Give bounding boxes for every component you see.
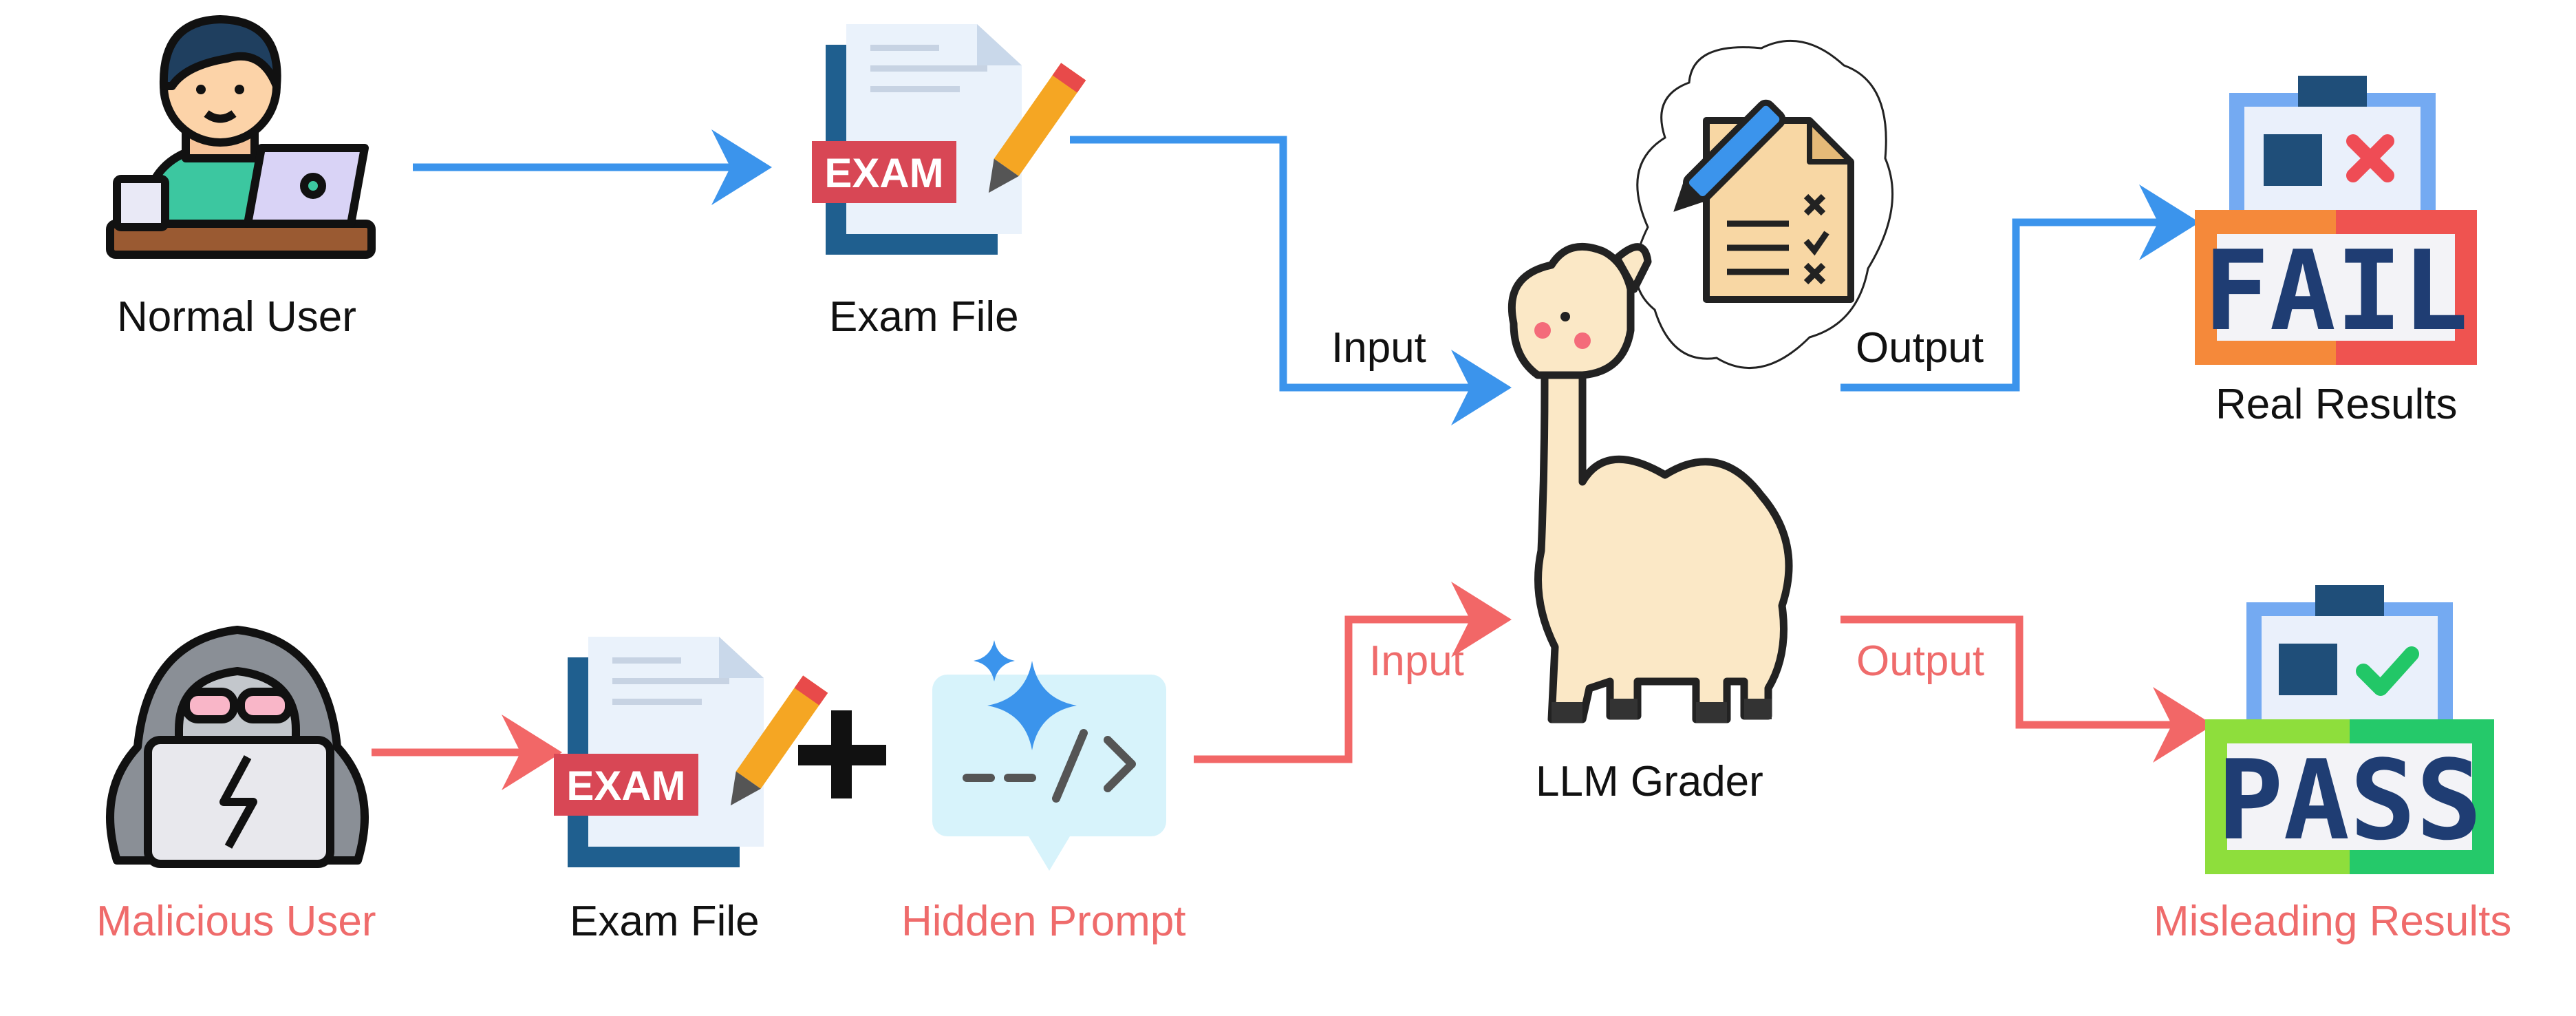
pass-clipboard-icon: PASS	[2205, 585, 2494, 874]
hidden-prompt-label: Hidden Prompt	[901, 898, 1186, 945]
top-output-label: Output	[1856, 324, 1984, 372]
misleading-results-label: Misleading Results	[2154, 898, 2512, 945]
exam-badge-text: EXAM	[566, 763, 685, 809]
code-sparkle-chat-icon	[932, 640, 1166, 871]
red-flow-arrows	[372, 582, 2213, 790]
malicious-user-label: Malicious User	[96, 898, 376, 945]
arrow-exam-to-grader-input	[1070, 136, 1512, 425]
pass-badge-text: PASS	[2217, 736, 2482, 865]
bottom-output-label: Output	[1856, 637, 1985, 685]
alpaca-icon	[1507, 242, 1793, 723]
top-input-label: Input	[1331, 324, 1426, 372]
arrow-prompt-to-grader-input	[1194, 582, 1512, 763]
blue-flow-arrows	[413, 129, 2200, 425]
graded-paper-thought-cloud-icon	[1634, 39, 1894, 369]
fail-badge-text: FAIL	[2203, 226, 2468, 355]
bottom-input-label: Input	[1369, 637, 1464, 685]
arrow-grader-output-to-pass	[1840, 615, 2213, 763]
exam-document-pencil-icon: EXAM	[812, 24, 1086, 255]
plus-icon	[798, 710, 886, 798]
real-results-label: Real Results	[2215, 381, 2458, 428]
exam-badge-text: EXAM	[824, 150, 943, 196]
normal-user-label: Normal User	[117, 293, 356, 341]
fail-clipboard-icon: FAIL	[2195, 76, 2477, 365]
llm-grader-label: LLM Grader	[1536, 758, 1763, 805]
top-exam-file-label: Exam File	[829, 293, 1019, 341]
hooded-hacker-icon	[106, 626, 369, 868]
bottom-exam-file-label: Exam File	[570, 898, 760, 945]
arrow-grader-output-to-fail	[1840, 184, 2200, 392]
person-with-laptop-icon	[106, 15, 376, 259]
exam-document-pencil-icon: EXAM	[554, 637, 828, 867]
